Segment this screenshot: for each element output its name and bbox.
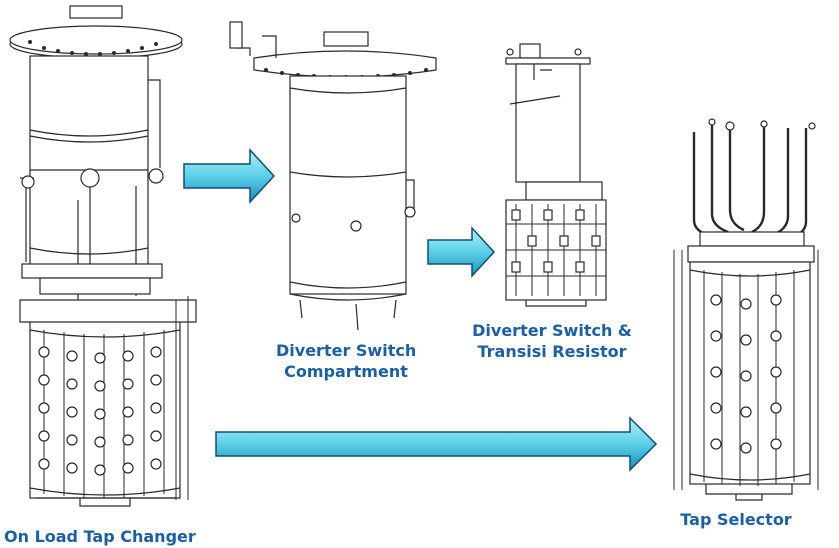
label-tap-selector: Tap Selector: [676, 509, 796, 530]
label-dstr-line-1: Diverter Switch &: [472, 321, 632, 340]
arrow-to-tap-selector: [215, 416, 658, 472]
tap-selector-drawing: [673, 118, 819, 501]
arrow-to-resistor: [427, 226, 496, 278]
oltc-drawing: [9, 5, 197, 507]
label-dsc-line-1: Diverter Switch: [276, 341, 417, 360]
label-diverter-switch-resistor: Diverter Switch & Transisi Resistor: [472, 320, 632, 362]
label-oltc-text: On Load Tap Changer: [4, 527, 196, 546]
arrow-to-compartment: [183, 148, 276, 204]
diverter-compartment-drawing: [229, 21, 437, 331]
label-diverter-switch-compartment: Diverter Switch Compartment: [276, 340, 416, 382]
label-dsc-line-2: Compartment: [284, 362, 408, 381]
label-on-load-tap-changer: On Load Tap Changer: [4, 526, 196, 547]
diverter-resistor-drawing: [505, 43, 607, 307]
label-dstr-line-2: Transisi Resistor: [477, 342, 627, 361]
label-ts-text: Tap Selector: [680, 510, 792, 529]
